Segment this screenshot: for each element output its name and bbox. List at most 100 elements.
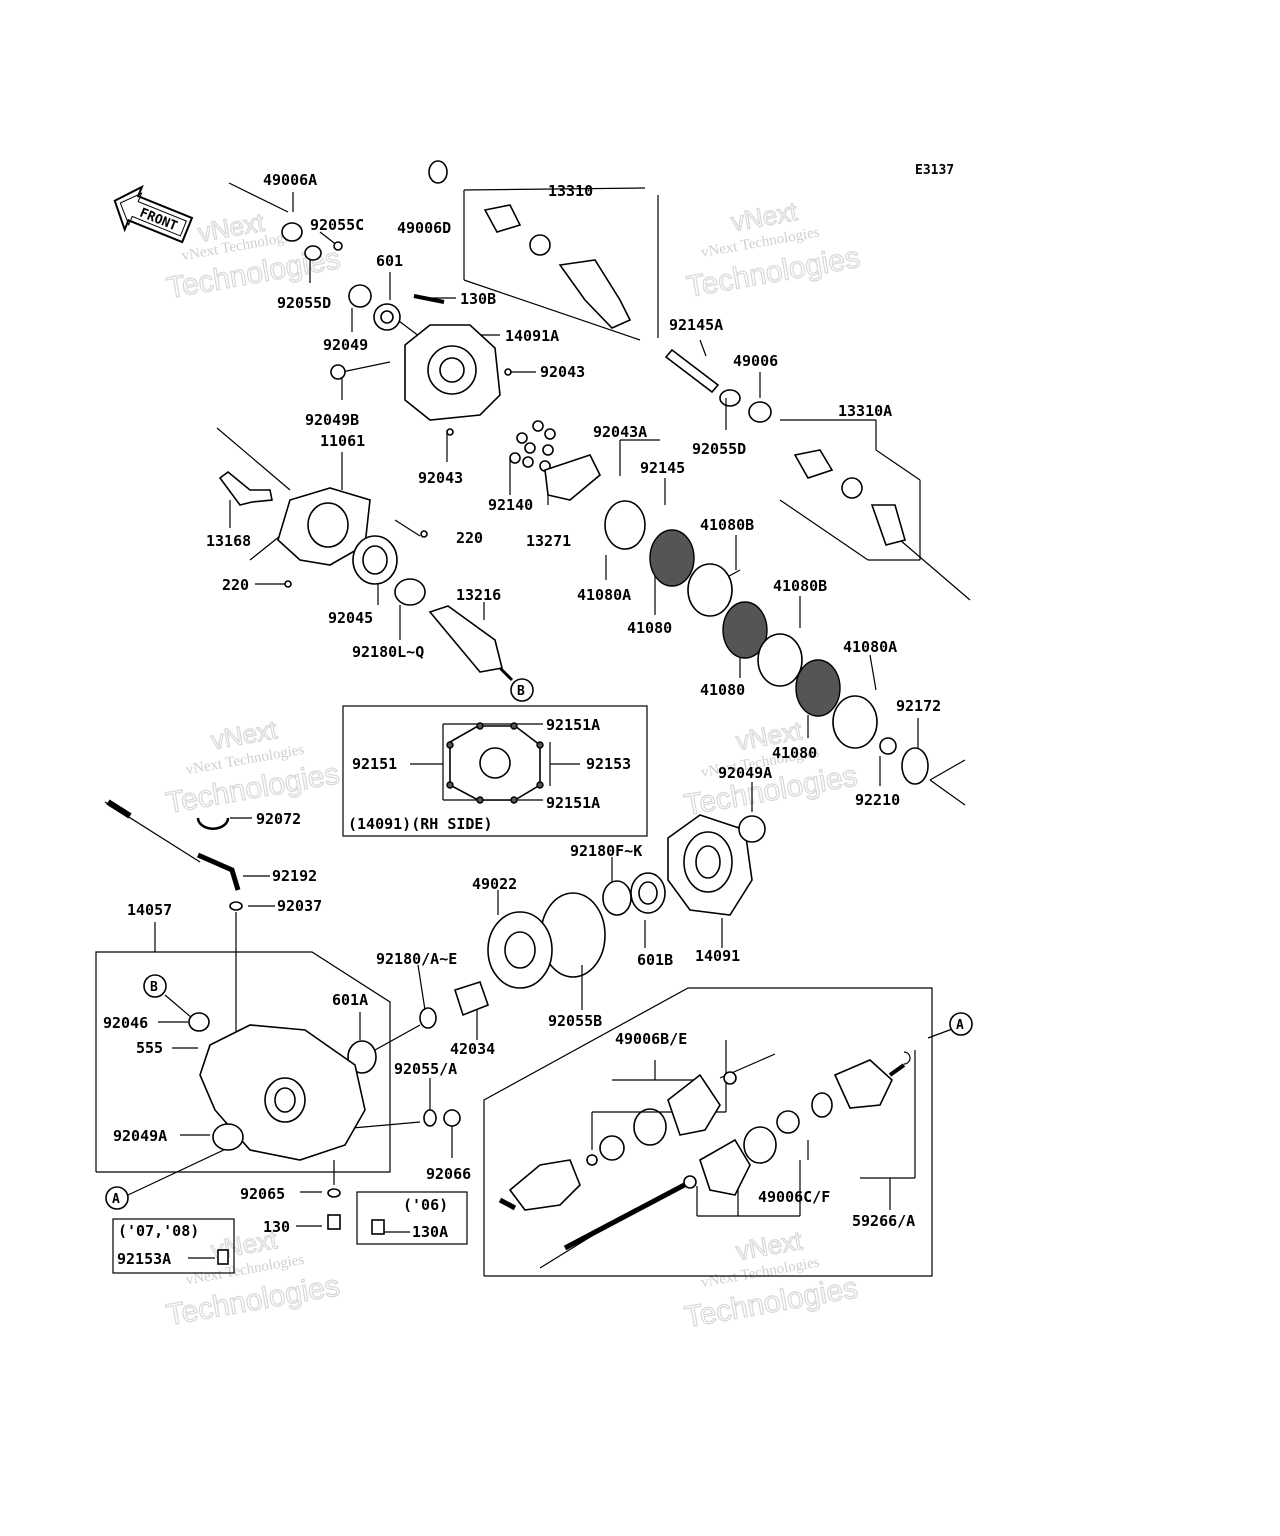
part-label: 92045 <box>328 609 373 627</box>
part-label: 49006 <box>733 352 778 370</box>
part-label: 92145 <box>640 459 685 477</box>
part-label: 92046 <box>103 1014 148 1032</box>
oring-92055A <box>423 1109 437 1127</box>
shim-92180LQ <box>394 578 426 606</box>
part-label: 59266/A <box>852 1212 915 1230</box>
housing-frame <box>95 951 391 1173</box>
part-label: 92049A <box>113 1127 167 1145</box>
yoke-13310A <box>793 449 834 479</box>
part-labels: 49006A 92055C 92055D 601 130B 92049 1409… <box>103 171 941 1268</box>
disc-41080 <box>649 529 695 587</box>
rh-side-caption: (14091)(RH SIDE) <box>348 815 493 833</box>
callouts: B B A A <box>105 678 973 1210</box>
part-label: 42034 <box>450 1040 495 1058</box>
oring-92055B <box>540 892 606 978</box>
part-label: 92066 <box>426 1165 471 1183</box>
callout-a-housing <box>105 1186 129 1210</box>
box-07-08-caption: ('07,'08) <box>118 1222 199 1240</box>
seal-92046 <box>188 1012 210 1032</box>
part-label: 92192 <box>272 867 317 885</box>
part-label: 92049B <box>305 411 359 429</box>
callout-label: B <box>150 980 158 995</box>
part-label: 92145A <box>669 316 723 334</box>
seal-92049A-b <box>212 1123 244 1151</box>
yoke-13310 <box>483 204 522 233</box>
part-label: 92055/A <box>394 1060 457 1078</box>
callout-b-pinion <box>510 678 534 702</box>
parts <box>106 160 929 1265</box>
part-label: 13168 <box>206 532 251 550</box>
part-label: 92151 <box>352 755 397 773</box>
part-label: 92210 <box>855 791 900 809</box>
part-label: 41080B <box>700 516 754 534</box>
part-label: 92055D <box>277 294 331 312</box>
box-07-08 <box>112 1218 235 1274</box>
washer-92065 <box>327 1188 341 1198</box>
frames <box>95 705 933 1277</box>
part-label: 92055B <box>548 1012 602 1030</box>
boot-2 <box>699 1138 751 1196</box>
clamp-92072 <box>196 817 230 830</box>
part-label: 92055D <box>692 440 746 458</box>
callout-label: A <box>956 1018 964 1033</box>
part-label: 49006D <box>397 219 451 237</box>
part-label: 13310A <box>838 402 892 420</box>
part-label: 11061 <box>320 432 365 450</box>
part-label: 220 <box>456 529 483 547</box>
part-label: 92180/A~E <box>376 950 457 968</box>
part-label: 92151A <box>546 716 600 734</box>
shim-92180AE <box>419 1007 437 1029</box>
part-label: 92049A <box>718 764 772 782</box>
bolt-130A <box>371 1219 385 1235</box>
nut-49006 <box>599 1135 625 1161</box>
disc-41080b <box>722 601 768 659</box>
seal-49006 <box>748 401 772 423</box>
part-label: 92043A <box>593 423 647 441</box>
axle-frame <box>483 987 933 1277</box>
callout-a-axle <box>949 1012 973 1036</box>
part-label: 92043 <box>418 469 463 487</box>
band-1 <box>633 1108 667 1146</box>
spring-92145A <box>664 348 720 394</box>
part-label: 130A <box>412 1223 448 1241</box>
part-label: 49006A <box>263 171 317 189</box>
bolt-130 <box>327 1214 341 1230</box>
part-label: 92153 <box>586 755 631 773</box>
seal-49006A <box>281 222 303 242</box>
pinion-13216 <box>428 605 503 673</box>
seal-92055D <box>304 245 322 261</box>
part-label: 92072 <box>256 810 301 828</box>
part-label: 92065 <box>240 1185 285 1203</box>
callout-label: B <box>517 684 525 699</box>
part-label: 13216 <box>456 586 501 604</box>
part-label: 41080A <box>843 638 897 656</box>
plug-92153A <box>217 1249 229 1265</box>
oring-92055D <box>719 389 741 407</box>
part-label: 130B <box>460 290 496 308</box>
boot-1 <box>667 1073 721 1136</box>
part-label: 13310 <box>548 182 593 200</box>
part-label: 92140 <box>488 496 533 514</box>
oring-92049B <box>330 364 346 380</box>
part-label: 130 <box>263 1218 290 1236</box>
part-label: 92151A <box>546 794 600 812</box>
callout-b-housing <box>143 974 167 998</box>
plate-13271 <box>544 454 601 501</box>
box-06-caption: ('06) <box>403 1196 448 1214</box>
seal-92049 <box>348 284 372 308</box>
part-label: 14091A <box>505 327 559 345</box>
part-label: 41080 <box>700 681 745 699</box>
part-label: 92180F~K <box>570 842 642 860</box>
part-label: 41080B <box>773 577 827 595</box>
seal-49006D <box>428 160 448 184</box>
part-label: 92043 <box>540 363 585 381</box>
disc-41080c <box>795 659 841 717</box>
part-label: 555 <box>136 1039 163 1057</box>
box-06 <box>356 1191 468 1245</box>
plate-41080Ab <box>832 695 878 749</box>
shim-92180FK <box>602 880 632 916</box>
part-label: 601B <box>637 951 673 969</box>
part-label: 92172 <box>896 697 941 715</box>
part-label: 220 <box>222 576 249 594</box>
part-label: 14091 <box>695 947 740 965</box>
